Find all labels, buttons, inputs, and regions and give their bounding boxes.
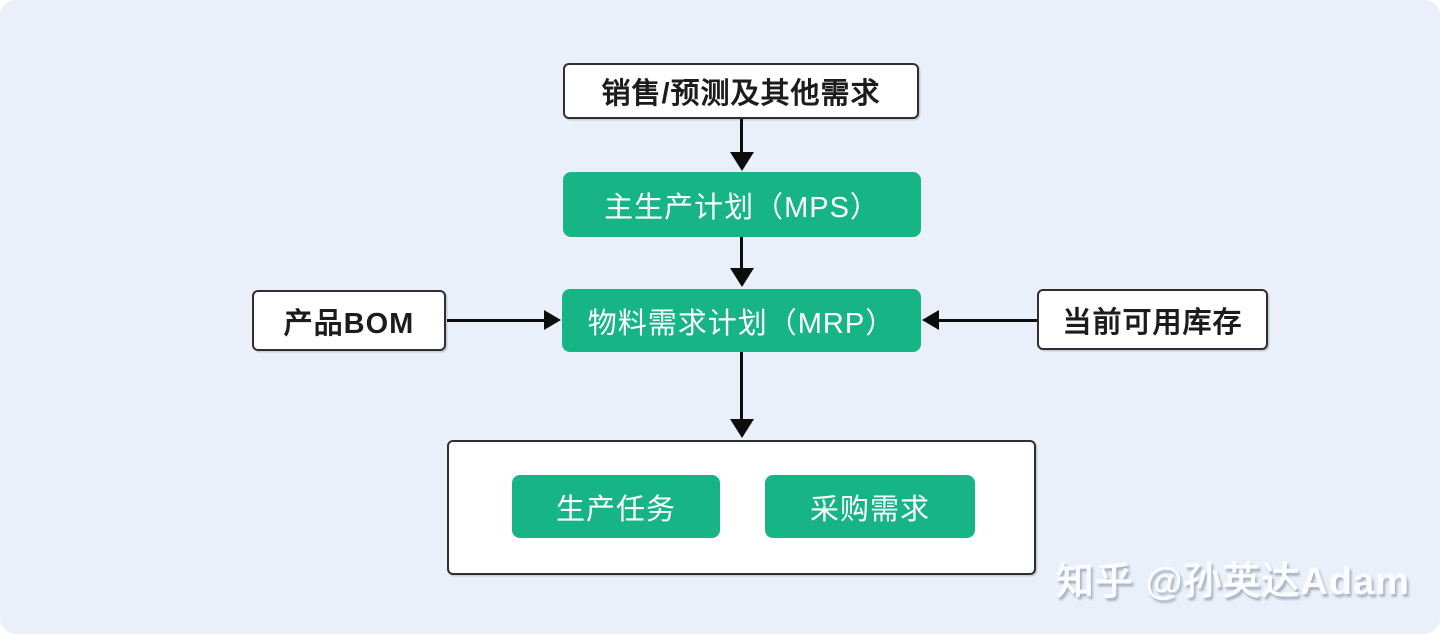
arrow-demand-to-mps-head <box>730 152 754 171</box>
node-available-inventory: 当前可用库存 <box>1037 289 1268 350</box>
node-mrp: 物料需求计划（MRP） <box>562 289 921 352</box>
arrow-inventory-to-mrp-head <box>922 310 939 330</box>
node-mps: 主生产计划（MPS） <box>563 172 921 237</box>
arrow-mrp-to-outputs-line <box>740 352 743 421</box>
arrow-demand-to-mps-line <box>740 119 743 154</box>
arrow-mps-to-mrp-line <box>740 237 743 270</box>
node-sales-forecast-demand: 销售/预测及其他需求 <box>563 63 919 119</box>
node-purchase-demand: 采购需求 <box>765 475 975 538</box>
node-production-tasks: 生产任务 <box>512 475 720 538</box>
arrow-inventory-to-mrp-line <box>938 319 1037 322</box>
arrow-bom-to-mrp-line <box>447 319 546 322</box>
arrow-mrp-to-outputs-head <box>730 419 754 438</box>
arrow-bom-to-mrp-head <box>544 310 561 330</box>
zhihu-watermark: 知乎 @孙英达Adam <box>1055 561 1410 603</box>
node-product-bom: 产品BOM <box>252 290 446 351</box>
arrow-mps-to-mrp-head <box>730 268 754 287</box>
